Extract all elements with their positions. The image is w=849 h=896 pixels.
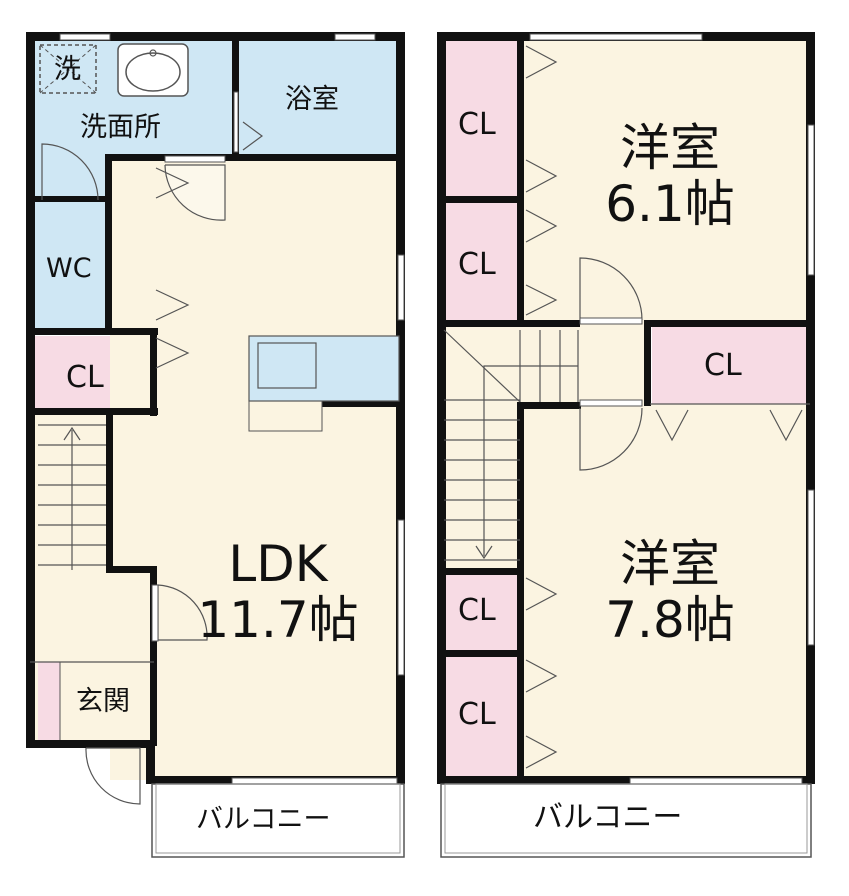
ldk-size: 11.7帖 <box>197 591 359 649</box>
balcony-label-right: バルコニー <box>533 800 683 835</box>
stairs-1f <box>38 424 106 570</box>
closet-r5-area <box>444 656 520 776</box>
bedroom2-area <box>520 404 810 776</box>
closet-r2-area <box>444 202 520 320</box>
closet-door-marks-left <box>155 167 190 369</box>
closet-label-left: CL <box>66 360 104 395</box>
hall-area <box>30 572 154 662</box>
bedroom1-label: 洋室 6.1帖 <box>570 120 770 232</box>
floor-2f <box>437 32 815 858</box>
bathroom-label: 浴室 <box>285 84 339 115</box>
washroom-label: 洗面所 <box>80 112 161 143</box>
bedroom1-area <box>520 36 810 320</box>
bedroom1-name: 洋室 <box>620 119 720 177</box>
interior-walls-2f <box>440 36 812 778</box>
stairs-2f <box>443 329 579 561</box>
washer-label: 洗 <box>54 54 81 85</box>
closet-label-r4: CL <box>458 593 496 628</box>
wc-label: WC <box>46 253 92 284</box>
closet-label-r3: CL <box>704 348 742 383</box>
stair-area-left <box>30 412 110 572</box>
bathroom-area <box>238 36 401 160</box>
ldk-area <box>110 160 401 780</box>
bedroom2-label: 洋室 7.8帖 <box>570 536 770 648</box>
closet-door-marks-right <box>525 45 803 769</box>
entrance-closet <box>38 662 60 740</box>
balcony-2f <box>440 783 812 858</box>
ldk-name: LDK <box>228 535 328 593</box>
balcony-label-left: バルコニー <box>196 804 331 835</box>
kitchen-counter <box>248 335 400 402</box>
sink <box>117 43 189 97</box>
bedroom1-size: 6.1帖 <box>605 175 735 233</box>
kitchen-sink <box>257 342 317 389</box>
closet-r4-area <box>444 574 520 650</box>
floor-1f <box>26 32 405 858</box>
bedroom2-name: 洋室 <box>620 535 720 593</box>
closet-label-r1: CL <box>458 107 496 142</box>
closet-r1-area <box>444 36 520 196</box>
ldk-label: LDK 11.7帖 <box>178 536 378 648</box>
balcony-1f <box>151 783 405 858</box>
bedroom2-size: 7.8帖 <box>605 591 735 649</box>
closet-r3-area <box>652 326 810 404</box>
closet-label-r2: CL <box>458 247 496 282</box>
washer-box <box>39 44 97 94</box>
entrance-label: 玄関 <box>76 686 130 717</box>
closet-label-r5: CL <box>458 697 496 732</box>
